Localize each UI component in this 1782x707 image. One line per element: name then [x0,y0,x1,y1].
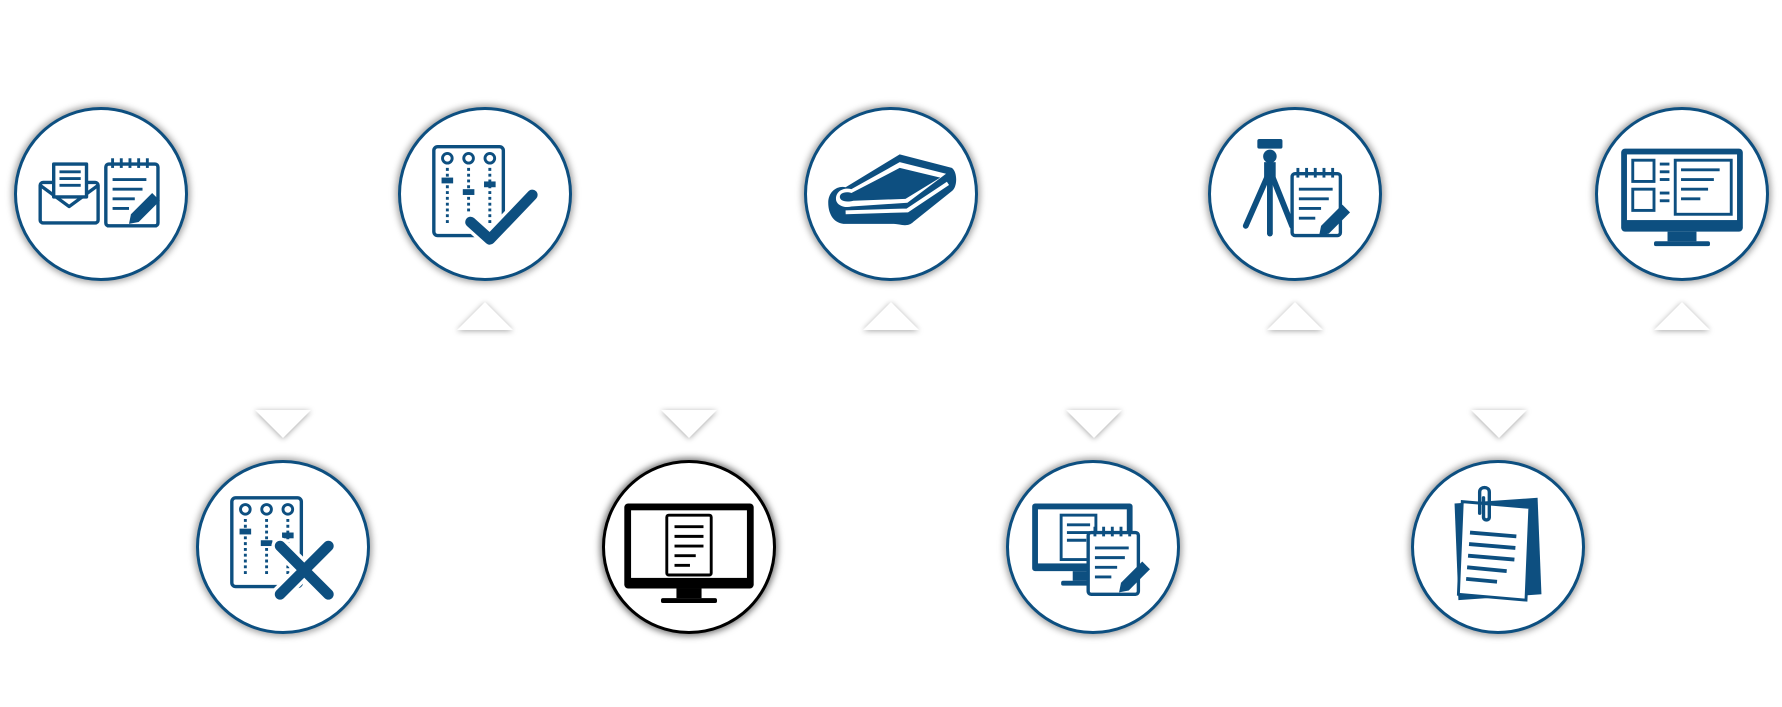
mail-and-notepad-icon [38,158,160,228]
sandwich-icon [828,154,957,226]
step-9-node[interactable] [1595,107,1769,281]
step-3-node[interactable] [398,107,572,281]
monitor-dashboard-icon [1621,148,1743,247]
step-2-node[interactable] [196,460,370,634]
step-5-node[interactable] [804,107,978,281]
arrow-down-step-8 [1471,410,1527,438]
monitor-notepad-icon [1032,503,1150,596]
step-1-node[interactable] [14,107,188,281]
step-8-node[interactable] [1411,460,1585,634]
arrow-up-step-7 [1267,302,1323,330]
tripod-notepad-icon [1242,138,1351,238]
step-7-node[interactable] [1208,107,1382,281]
step-6-node[interactable] [1006,460,1180,634]
arrow-down-step-6 [1066,410,1122,438]
arrow-up-step-5 [863,302,919,330]
arrow-down-step-2 [255,410,311,438]
arrow-up-step-3 [457,302,513,330]
step-4-node[interactable] [602,460,776,634]
mixer-cross-icon [230,496,338,604]
mixer-check-icon [432,145,542,249]
clipped-document-icon [1454,485,1542,602]
monitor-document-icon [624,503,754,603]
arrow-down-step-4 [661,410,717,438]
arrow-up-step-9 [1654,302,1710,330]
